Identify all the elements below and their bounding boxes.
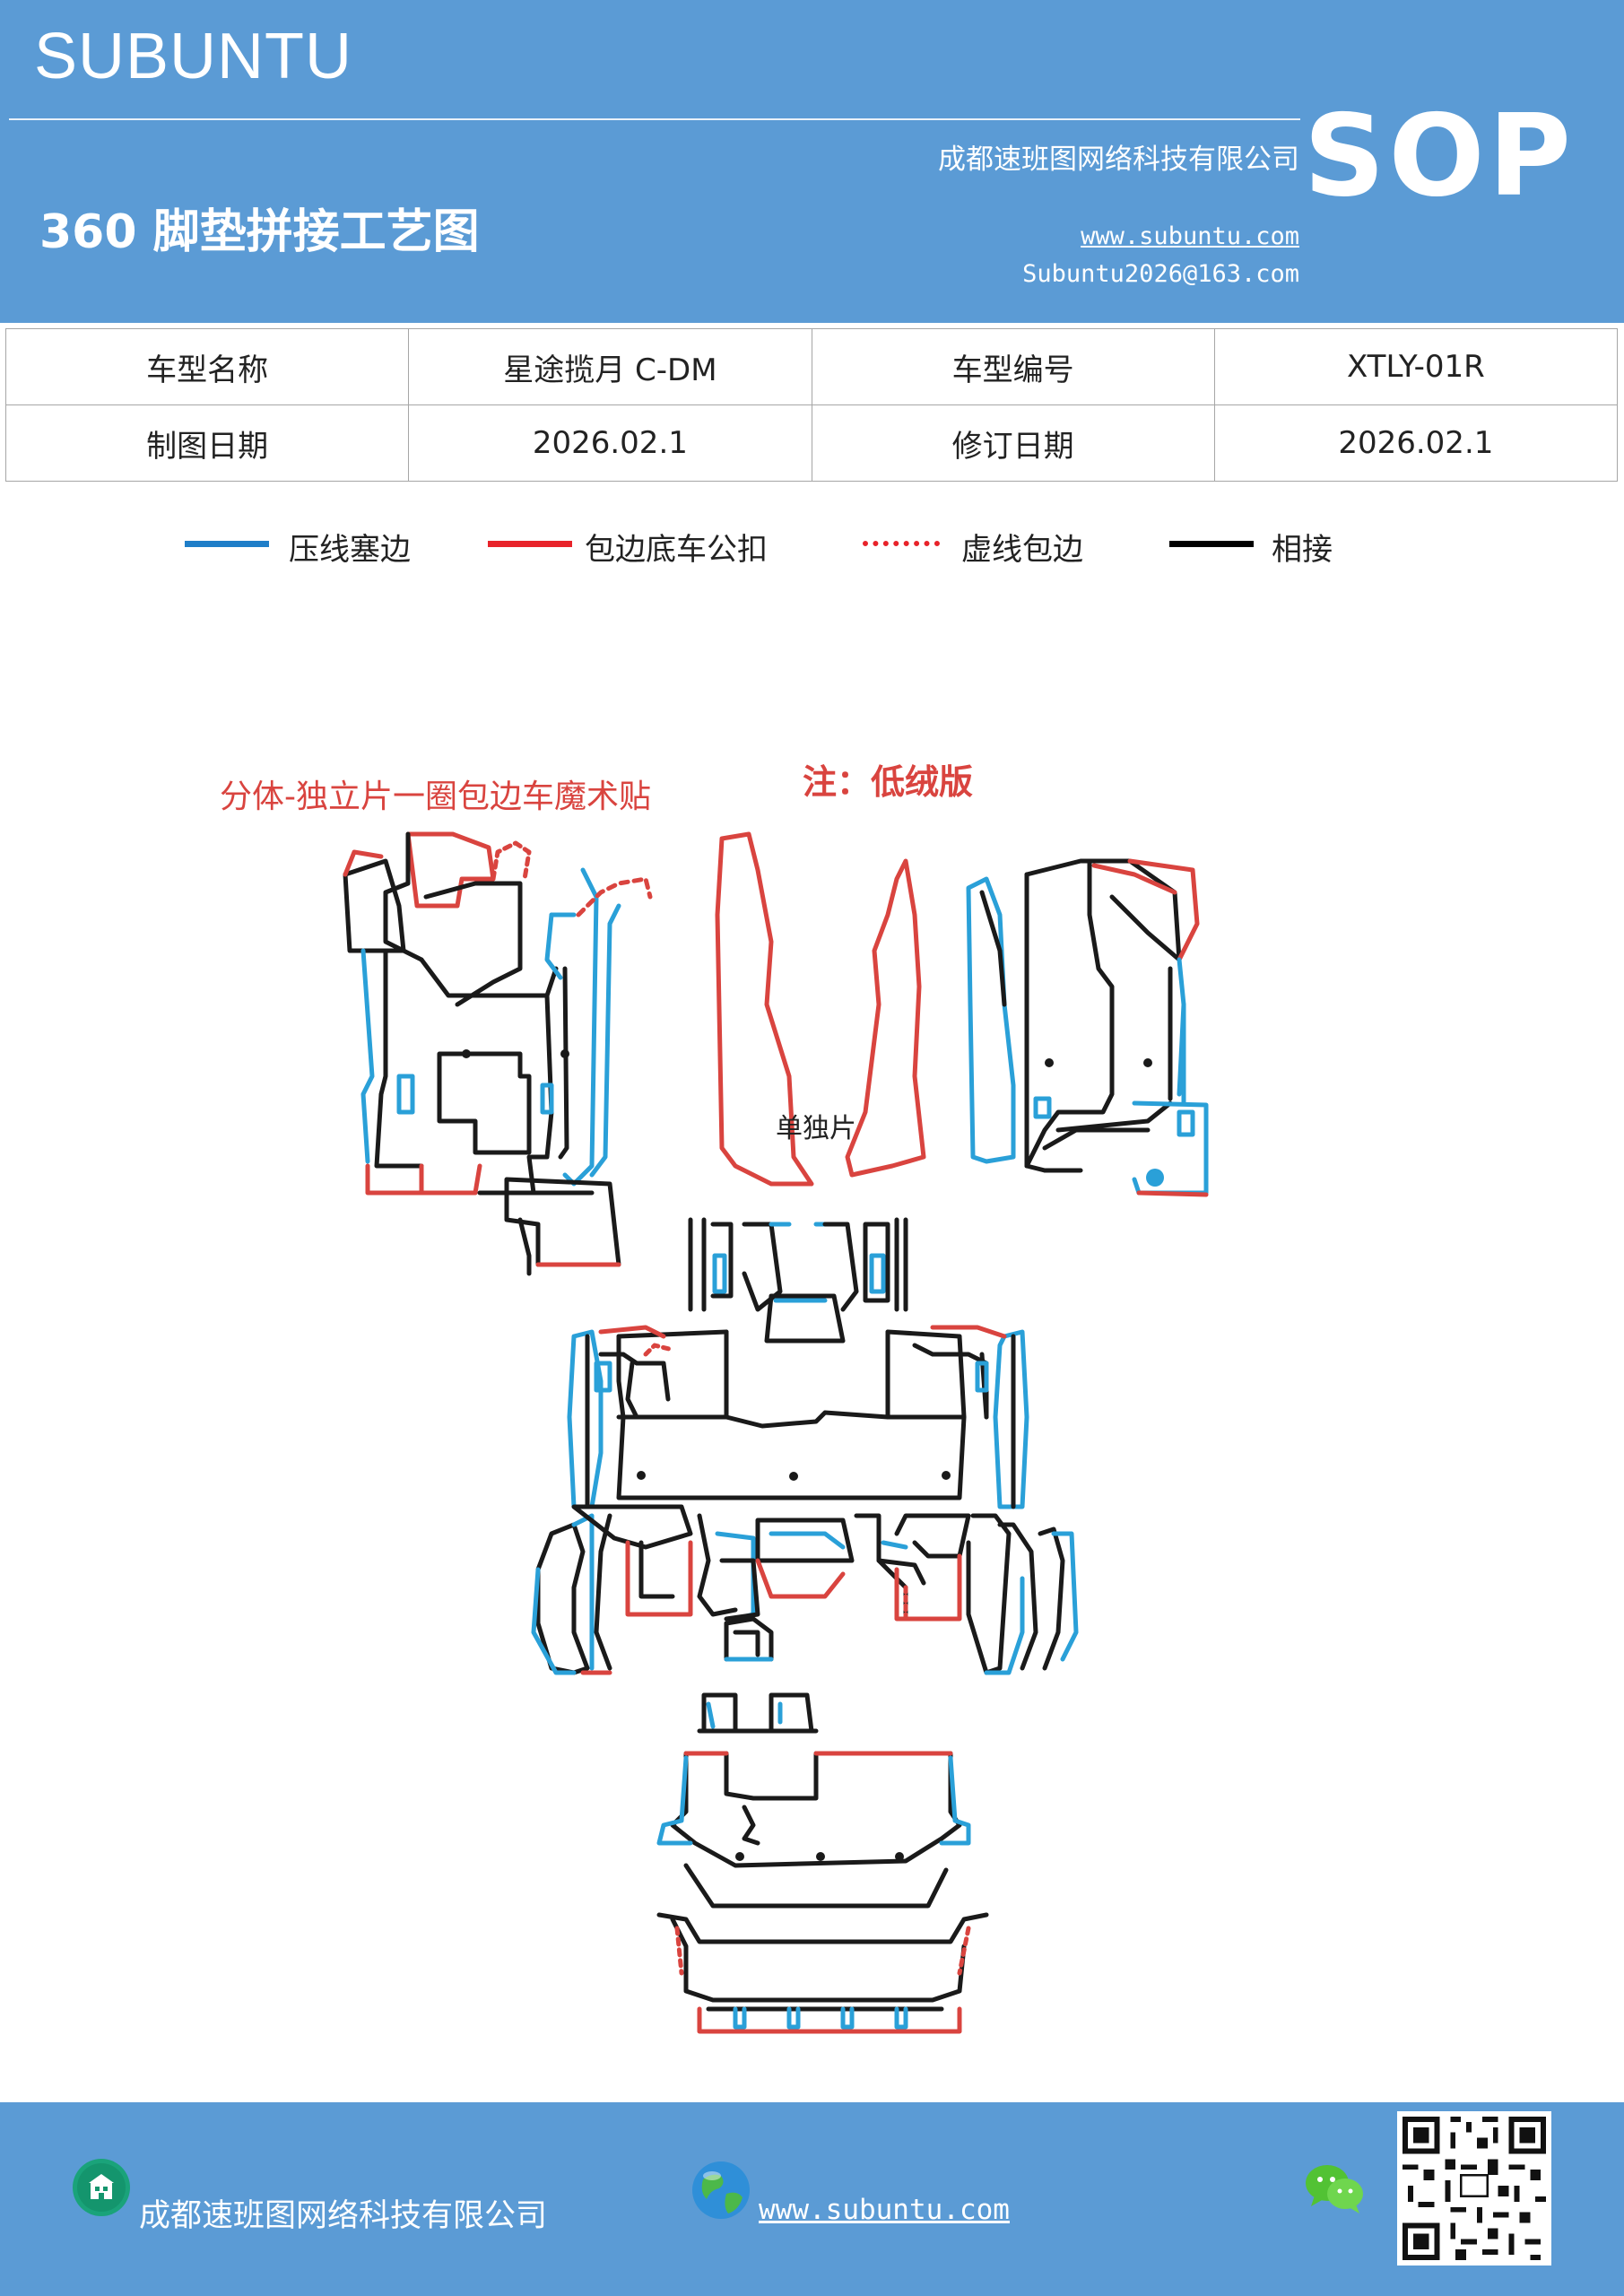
legend-swatch-red-dotted: [863, 541, 940, 546]
header-email[interactable]: Subuntu2026@163.com: [1022, 260, 1299, 288]
table-cell-value: 星途揽月 C-DM: [408, 328, 812, 405]
legend-label: 虚线包边: [961, 532, 1083, 568]
legend-label: 压线塞边: [289, 532, 411, 568]
table-cell-value: XTLY-01R: [1213, 328, 1619, 405]
rear-tunnel-strips: [688, 1217, 908, 1344]
wechat-icon[interactable]: [1304, 2161, 1367, 2215]
table-cell-label: 制图日期: [4, 404, 410, 482]
document-title: 360 脚垫拼接工艺图: [39, 205, 480, 259]
legend-label: 相接: [1272, 532, 1333, 568]
note-right: 注：低绒版: [803, 762, 973, 802]
header-company-name: 成都速班图网络科技有限公司: [938, 144, 1299, 176]
legend-swatch-blue-solid: [185, 541, 269, 547]
second-row-mat: [567, 1325, 1029, 1509]
header-banner: SUBUNTU SOP 成都速班图网络科技有限公司 360 脚垫拼接工艺图 ww…: [0, 0, 1624, 323]
line-legend: 压线塞边 包边底车公扣 虚线包边 相接: [0, 525, 1624, 570]
note-left: 分体-独立片一圈包边车魔术贴: [220, 778, 651, 815]
legend-swatch-black-solid: [1169, 541, 1254, 547]
table-cell-label: 车型编号: [811, 328, 1215, 405]
table-cell-label: 车型名称: [4, 328, 410, 405]
header-divider: [9, 118, 1300, 120]
second-row-lower-pieces: [531, 1504, 1079, 1675]
single-piece-label: 单独片: [776, 1113, 856, 1144]
building-icon: [73, 2159, 130, 2216]
floor-mat-splice-diagram: 分体-独立片一圈包边车魔术贴 注：低绒版: [220, 762, 1209, 2034]
table-cell-value: 2026.02.1: [408, 404, 812, 482]
table-cell-label: 修订日期: [811, 404, 1215, 482]
legend-label: 包边底车公扣: [585, 532, 768, 568]
footer-website-link[interactable]: www.subuntu.com: [759, 2194, 1010, 2226]
table-cell-value: 2026.02.1: [1213, 404, 1619, 482]
brand-logo-text: SUBUNTU: [34, 21, 353, 92]
table-row: 制图日期 2026.02.1 修订日期 2026.02.1: [4, 404, 1619, 482]
vehicle-info-table: 车型名称 星途揽月 C-DM 车型编号 XTLY-01R 制图日期 2026.0…: [4, 328, 1619, 482]
table-row: 车型名称 星途揽月 C-DM 车型编号 XTLY-01R: [4, 328, 1619, 405]
footer-banner: 成都速班图网络科技有限公司 www.subuntu.com: [0, 2102, 1624, 2296]
footer-company-name: 成都速班图网络科技有限公司: [139, 2198, 548, 2234]
legend-swatch-red-solid: [488, 541, 572, 547]
globe-icon: [692, 2161, 750, 2219]
header-website-link[interactable]: www.subuntu.com: [1081, 222, 1299, 250]
third-row-mat: [656, 1692, 989, 2034]
center-single-pieces: 单独片: [715, 831, 926, 1187]
front-right-mat: [966, 858, 1209, 1197]
front-left-mat: [343, 831, 653, 1276]
qr-code: [1397, 2111, 1551, 2266]
sop-mark: SOP: [1303, 90, 1575, 222]
